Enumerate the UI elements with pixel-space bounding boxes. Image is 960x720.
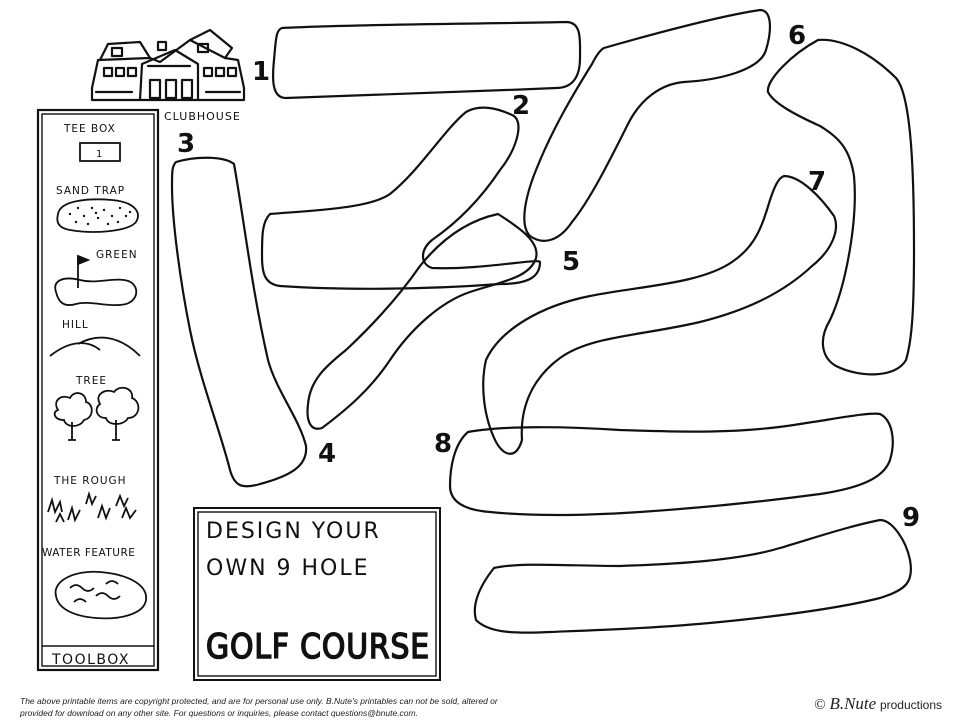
hole-6-fairway[interactable] <box>766 38 916 376</box>
hole-4-fairway[interactable] <box>306 212 538 430</box>
hole-3-fairway[interactable] <box>170 156 308 488</box>
clubhouse-icon <box>90 28 246 102</box>
brand-name: B.Nute <box>829 694 877 713</box>
hole-9-number: 9 <box>902 503 920 533</box>
copyright-symbol: © <box>814 697 826 713</box>
hill-label: HILL <box>62 319 89 331</box>
hole-2-number: 2 <box>512 91 530 121</box>
hole-1-number: 1 <box>252 57 270 87</box>
title-line-2: OWN 9 HOLE <box>206 556 370 581</box>
svg-text:1: 1 <box>96 149 102 160</box>
sand-trap-icon <box>56 198 139 233</box>
hole-9-fairway[interactable] <box>473 518 913 634</box>
hole-7-fairway[interactable] <box>482 174 838 455</box>
green-flag-icon <box>54 254 138 307</box>
clubhouse-label: CLUBHOUSE <box>164 110 241 123</box>
hole-8-fairway[interactable] <box>448 412 894 517</box>
tree-icon <box>53 386 140 441</box>
hole-2-fairway[interactable] <box>260 106 542 290</box>
hole-6-number: 6 <box>788 21 806 51</box>
hole-4-number: 4 <box>318 439 336 469</box>
tee-box-icon: 1 <box>79 142 121 162</box>
hole-3-number: 3 <box>177 129 195 159</box>
title-line-3: GOLF COURSE <box>206 627 430 667</box>
brand-logo: © B.Nute productions <box>814 694 942 714</box>
footer-copyright-line-2: provided for download on any other site.… <box>20 708 418 718</box>
sand-trap-label: SAND TRAP <box>56 185 125 197</box>
hole-5-number: 5 <box>562 247 580 277</box>
water-feature-label: WATER FEATURE <box>42 547 135 559</box>
hole-7-number: 7 <box>808 167 826 197</box>
rough-grass-icon <box>47 490 137 523</box>
toolbox-panel: TOOLBOX TEE BOX 1 SAND TRAP GREEN <box>36 108 160 672</box>
footer-copyright-line-1: The above printable items are copyright … <box>20 696 498 706</box>
tree-label: TREE <box>75 375 107 387</box>
hole-1-fairway[interactable] <box>271 20 582 100</box>
rough-label: THE ROUGH <box>53 475 127 487</box>
title-line-1: DESIGN YOUR <box>206 519 381 544</box>
toolbox-title: TOOLBOX <box>51 652 130 668</box>
brand-suffix: productions <box>879 698 942 712</box>
title-box: DESIGN YOUR OWN 9 HOLE GOLF COURSE <box>193 507 441 681</box>
hill-icon <box>49 336 141 357</box>
green-label: GREEN <box>96 249 138 261</box>
hole-8-number: 8 <box>434 429 452 459</box>
hole-5-fairway[interactable] <box>523 8 772 242</box>
water-feature-icon <box>54 570 147 620</box>
tee-box-label: TEE BOX <box>63 123 116 135</box>
